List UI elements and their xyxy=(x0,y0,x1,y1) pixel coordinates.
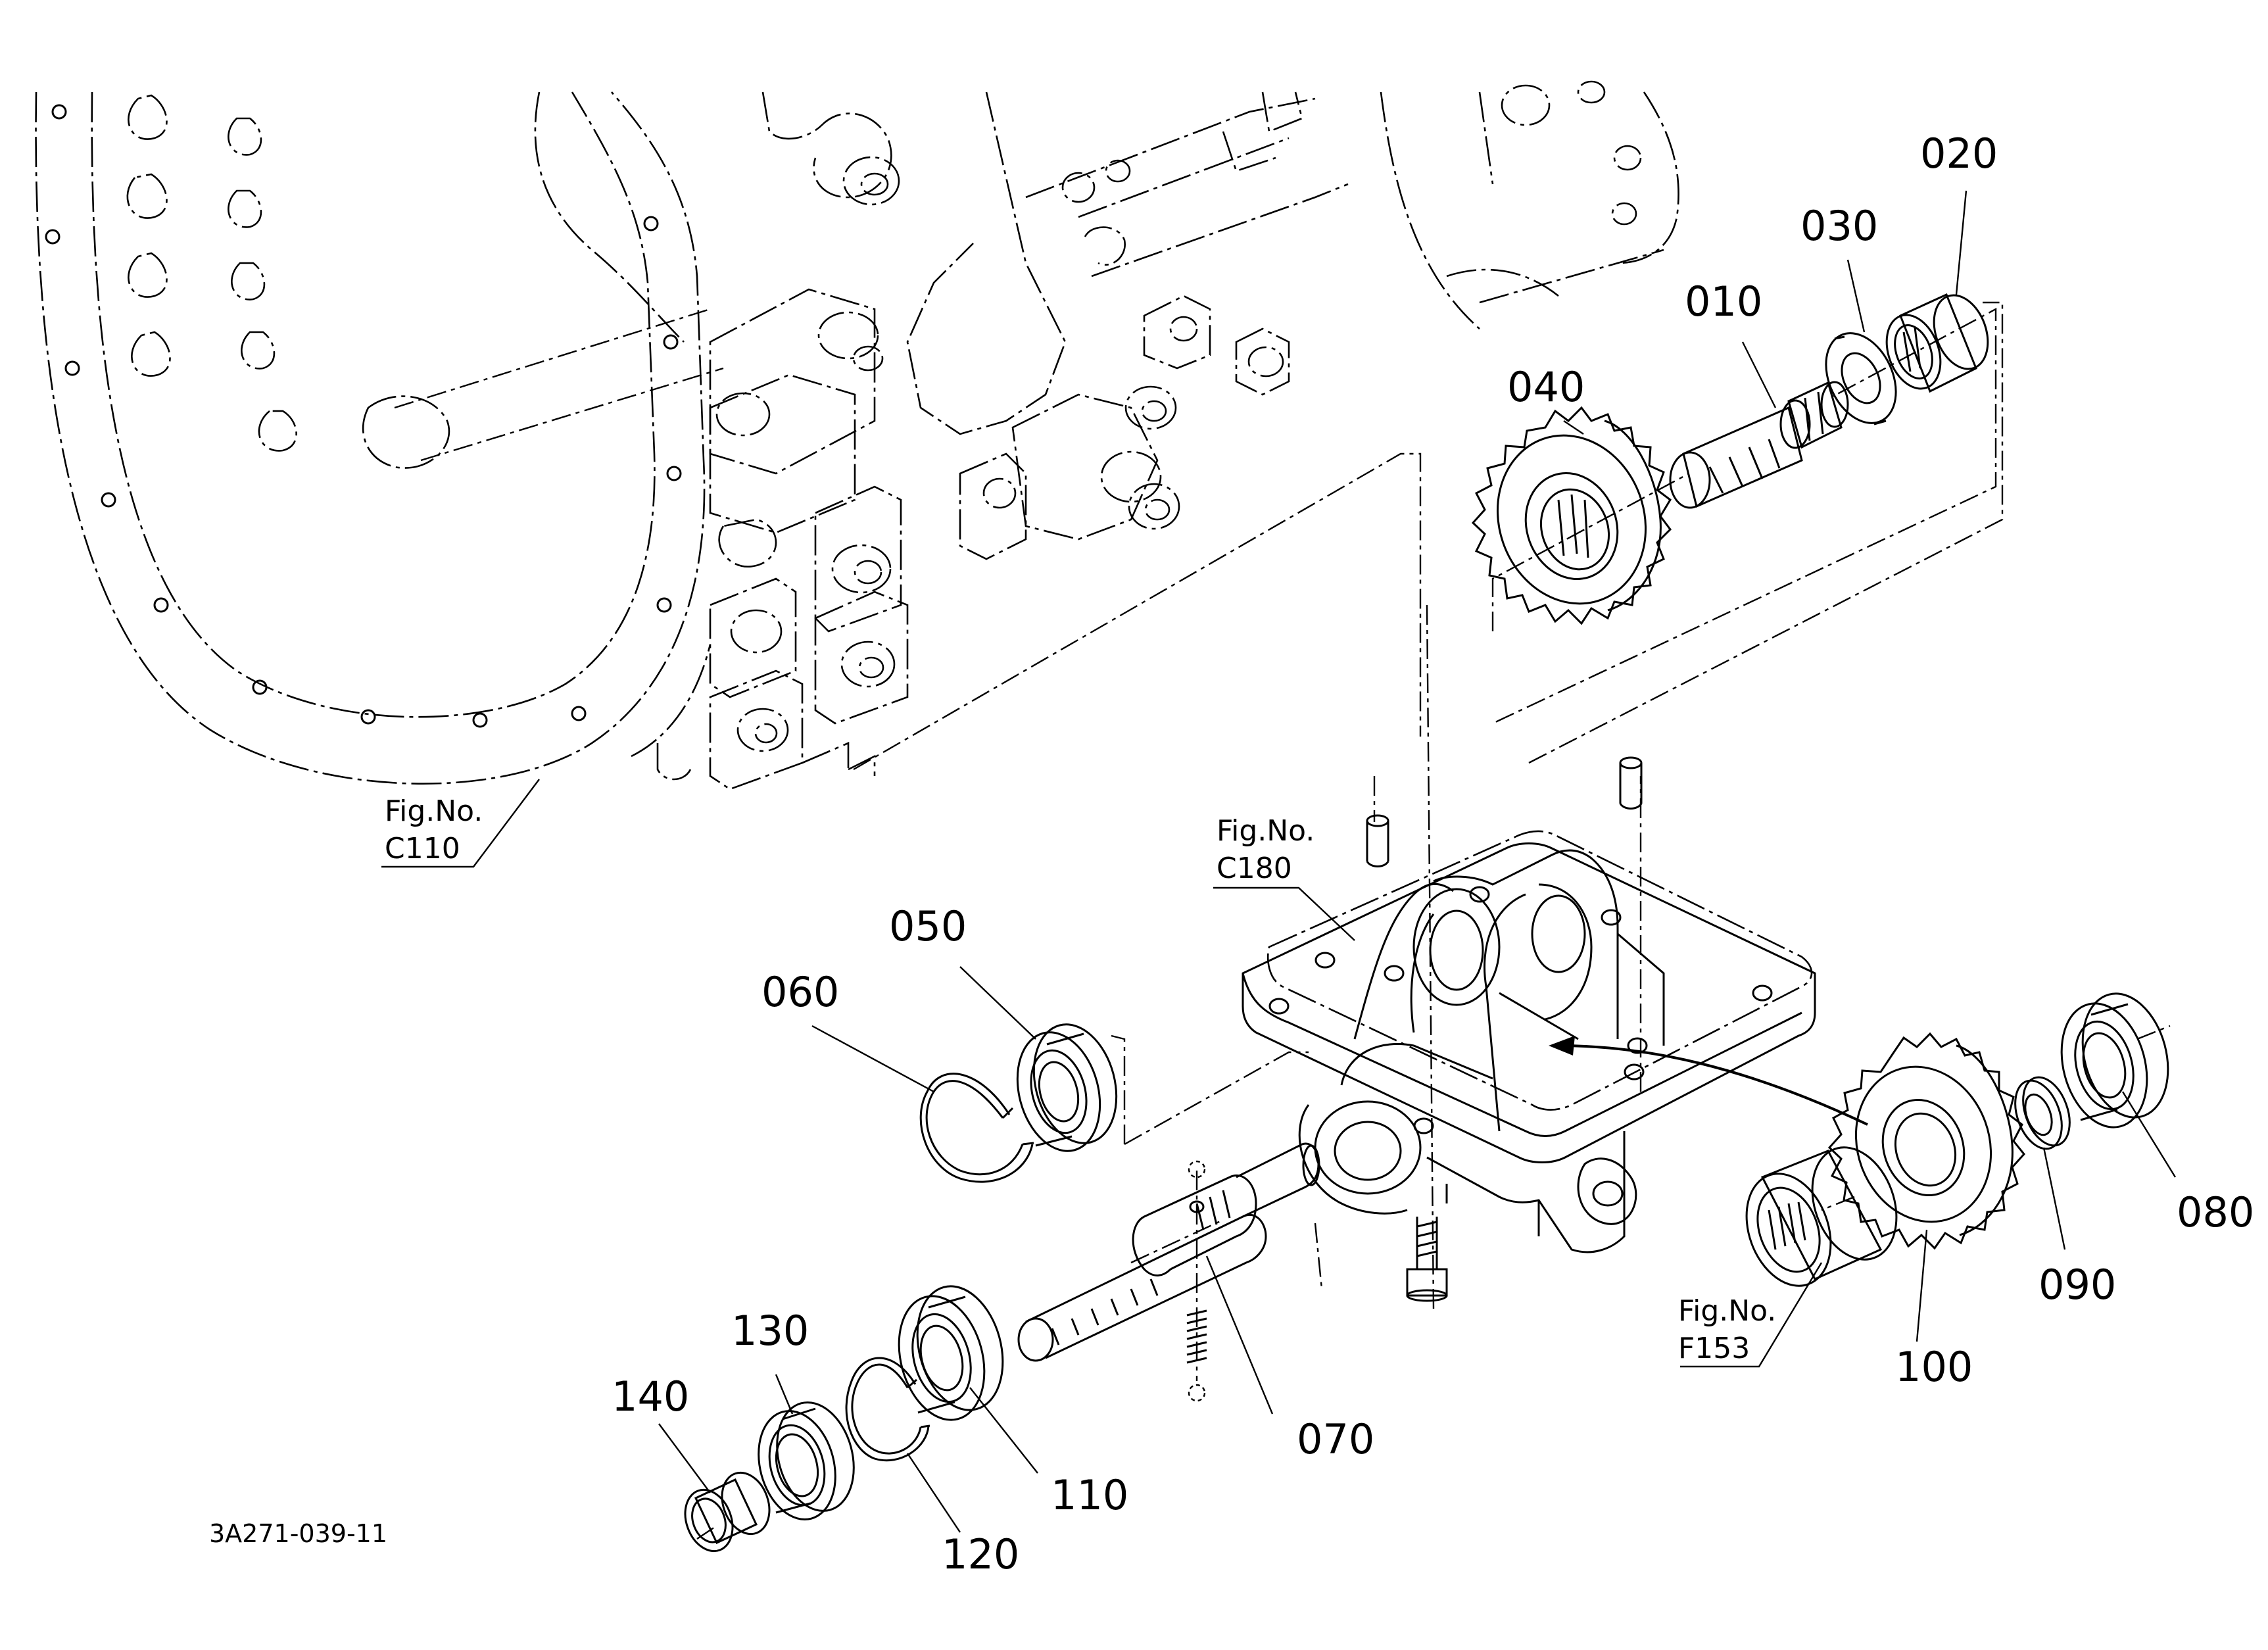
oil-seal-130 xyxy=(758,1401,855,1520)
thrust-washer-090 xyxy=(2014,1076,2071,1150)
thrust-washer-030 xyxy=(1825,332,1897,425)
gear-housing xyxy=(1242,830,1868,1253)
casting-pockets xyxy=(126,94,297,452)
callout-leaders xyxy=(381,190,2177,1533)
part-label-140: 140 xyxy=(612,1372,689,1420)
drawing-code: 3A271-039-11 xyxy=(209,1519,387,1548)
figure-ref-c110: Fig.No. C110 xyxy=(385,794,483,865)
part-label-090: 090 xyxy=(2039,1261,2116,1309)
figure-references: Fig.No. C110 Fig.No. C180 Fig.No. F153 xyxy=(385,794,1776,1365)
part-label-020: 020 xyxy=(1920,130,1998,178)
dowel-pin-left xyxy=(1366,814,1389,867)
figure-ref-f153-code: F153 xyxy=(1678,1332,1750,1365)
figure-ref-c180-code: C180 xyxy=(1217,852,1292,885)
figure-ref-c180: Fig.No. C180 xyxy=(1217,814,1315,885)
shaft-010 xyxy=(1669,381,1849,509)
detent-spring-ball xyxy=(1186,1160,1207,1402)
housing-bolt-holes xyxy=(1268,886,1773,1134)
figure-ref-f153-title: Fig.No. xyxy=(1678,1294,1776,1328)
ball-bearing-080 xyxy=(2060,992,2169,1128)
coupling-f153 xyxy=(1745,1146,1898,1287)
part-label-110: 110 xyxy=(1051,1471,1128,1519)
part-label-080: 080 xyxy=(2177,1188,2254,1236)
part-label-130: 130 xyxy=(731,1307,809,1355)
part-label-030: 030 xyxy=(1800,202,1878,250)
flange-bolt-holes xyxy=(45,104,682,728)
part-label-040: 040 xyxy=(1507,363,1585,411)
figure-ref-c110-code: C110 xyxy=(385,832,460,865)
ball-bearing-110 xyxy=(898,1285,1004,1421)
case-upper-right xyxy=(656,80,1679,781)
transmission-case-outline xyxy=(35,80,1679,790)
part-label-070: 070 xyxy=(1297,1415,1374,1463)
part-label-010: 010 xyxy=(1685,278,1762,326)
gear-100 xyxy=(1827,1032,2025,1250)
dowel-pin-right xyxy=(1619,756,1643,810)
ball-bearing-050 xyxy=(1016,1023,1118,1152)
case-bosses xyxy=(709,288,909,790)
part-label-100: 100 xyxy=(1895,1343,1973,1391)
dowel-pins xyxy=(1366,756,1643,867)
gear-040 xyxy=(1471,406,1672,625)
circlip-120 xyxy=(845,1357,930,1462)
part-label-060: 060 xyxy=(761,968,839,1016)
collar-140 xyxy=(684,1471,771,1553)
part-number-labels: 010 020 030 040 050 060 070 080 090 100 … xyxy=(612,130,2254,1578)
part-label-120: 120 xyxy=(942,1530,1019,1578)
figure-ref-f153: Fig.No. F153 xyxy=(1678,1294,1776,1365)
shaft-070 xyxy=(1017,1142,1320,1362)
figure-ref-c110-title: Fig.No. xyxy=(385,794,483,828)
circlip-060 xyxy=(919,1073,1034,1183)
drain-bolt xyxy=(1406,1217,1448,1302)
needle-bearing-020 xyxy=(1885,293,1989,393)
figure-ref-c180-title: Fig.No. xyxy=(1217,814,1315,848)
part-label-050: 050 xyxy=(889,902,967,950)
